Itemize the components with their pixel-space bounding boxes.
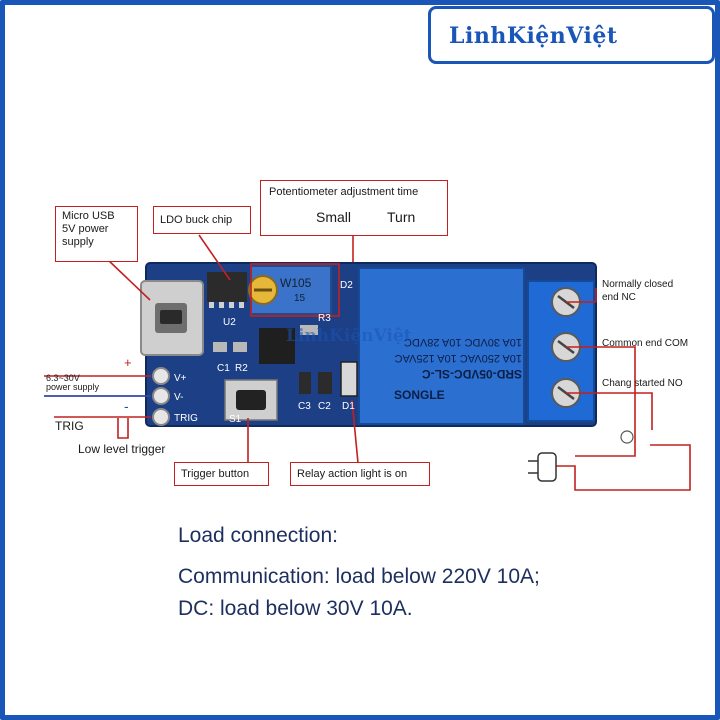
relay-model: SRD-05VDC-SL-C	[421, 367, 522, 381]
silk-c1: C1	[217, 363, 230, 374]
load-line-1: Communication: load below 220V 10A;	[178, 565, 540, 588]
com-label: Common end COM	[602, 338, 689, 349]
brand-logo-text: LinhKiệnViệt	[449, 23, 618, 49]
nc-label-1: Normally closed	[602, 279, 674, 290]
pin-v-minus	[152, 387, 170, 405]
plus-sign: +	[124, 355, 132, 370]
no-label: Chang started NO	[602, 378, 683, 389]
lamp-icon	[620, 430, 634, 444]
callout-micro-usb-line1: Micro USB	[62, 210, 115, 222]
silk-u2: U2	[223, 317, 236, 328]
relay-brand: SONGLE	[394, 388, 445, 402]
callout-ldo-label: LDO buck chip	[160, 214, 233, 226]
callout-relay-light-label: Relay action light is on	[297, 468, 408, 480]
load-heading: Load connection:	[178, 524, 338, 547]
nc-label-2: end NC	[602, 292, 636, 303]
pin-label-v-minus: V-	[174, 392, 184, 403]
callout-trigger-button-label: Trigger button	[181, 468, 250, 480]
relay	[358, 267, 525, 425]
callout-micro-usb-line3: supply	[62, 236, 94, 248]
pin-trig	[152, 408, 170, 426]
relay-rating-1: 10A 250VAC 10A 125VAC	[394, 352, 522, 364]
trig-label: TRIG	[55, 419, 84, 433]
pin-label-v-plus: V+	[174, 373, 187, 384]
silk-d2: D2	[340, 280, 353, 291]
silk-c3: C3	[298, 401, 311, 412]
callout-pot-turn: Turn	[387, 209, 416, 225]
supply-label-1: 6.3~30V	[46, 373, 80, 383]
callout-pot-title: Potentiometer adjustment time	[269, 186, 419, 198]
pin-v-plus	[152, 367, 170, 385]
silk-s1: S1	[229, 414, 242, 425]
board-watermark: LinhKiệnViệt	[286, 326, 412, 346]
brand-logo: LinhKiệnViệt	[428, 6, 715, 64]
silk-r2: R2	[235, 363, 248, 374]
pot-marking: W105	[280, 276, 312, 290]
pot-sub-marking: 15	[294, 293, 306, 304]
callout-pot-small: Small	[316, 209, 352, 225]
minus-sign: -	[124, 398, 129, 414]
callout-micro-usb: Micro USB 5V power supply	[55, 206, 138, 262]
plug-icon	[528, 452, 557, 482]
silk-d1: D1	[342, 401, 355, 412]
callout-ldo: LDO buck chip	[153, 206, 251, 234]
low-level-trigger-label: Low level trigger	[78, 442, 166, 456]
callout-potentiometer: Potentiometer adjustment time	[260, 180, 448, 236]
silk-c2: C2	[318, 401, 331, 412]
supply-label-2: power supply	[46, 382, 100, 392]
callout-relay-light: Relay action light is on	[290, 462, 430, 486]
load-line-2: DC: load below 30V 10A.	[178, 597, 413, 620]
callout-trigger-button: Trigger button	[174, 462, 269, 486]
pin-label-trig: TRIG	[174, 413, 198, 424]
silk-r3: R3	[318, 313, 331, 324]
callout-micro-usb-line2: 5V power	[62, 223, 109, 235]
led-indicator	[340, 361, 358, 397]
